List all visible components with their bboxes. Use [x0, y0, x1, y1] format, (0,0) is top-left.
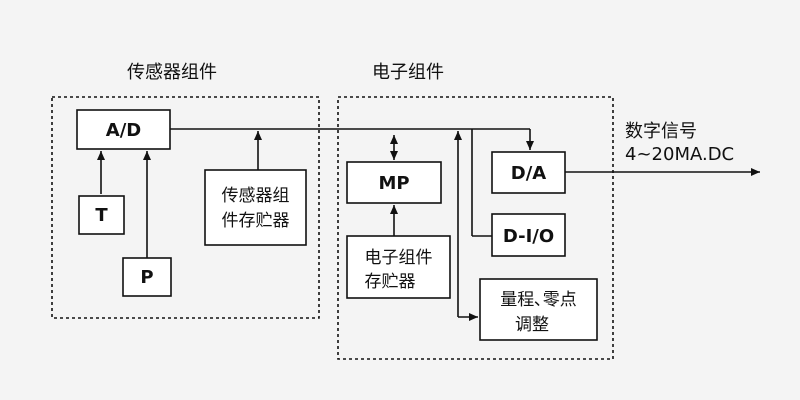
mp-block	[346, 161, 442, 204]
electronic-group-border	[337, 96, 614, 360]
ad-block	[76, 109, 171, 150]
sensor-group-border	[51, 96, 320, 319]
output-label-line2: 4~20MA.DC	[625, 144, 734, 165]
electronic-group-title: 电子组件	[372, 62, 444, 83]
mp-label: MP	[378, 173, 409, 194]
sensor-memory-label-line2: 件存贮器	[222, 211, 290, 231]
t-block	[78, 195, 125, 235]
ad-label: A/D	[106, 120, 141, 141]
electronic-memory-label-line1: 电子组件	[365, 248, 433, 268]
range-zero-label-line2: 调整	[515, 315, 549, 335]
da-label: D/A	[511, 163, 547, 184]
p-block	[122, 257, 172, 297]
t-label: T	[95, 205, 108, 226]
dio-block	[491, 213, 566, 257]
electronic-memory-label-line2: 存贮器	[365, 272, 416, 292]
range-zero-label-line1: 量程､零点	[500, 290, 577, 310]
sensor-memory-block	[204, 169, 307, 246]
output-label-line1: 数字信号	[625, 121, 697, 142]
da-block	[491, 151, 566, 194]
connections	[97, 128, 760, 321]
p-label: P	[140, 267, 153, 288]
dio-label: D-I/O	[503, 226, 554, 247]
sensor-memory-label-line1: 传感器组	[222, 186, 290, 206]
sensor-group-title: 传感器组件	[127, 62, 217, 83]
range-zero-block	[479, 278, 598, 341]
electronic-memory-block	[346, 235, 451, 299]
